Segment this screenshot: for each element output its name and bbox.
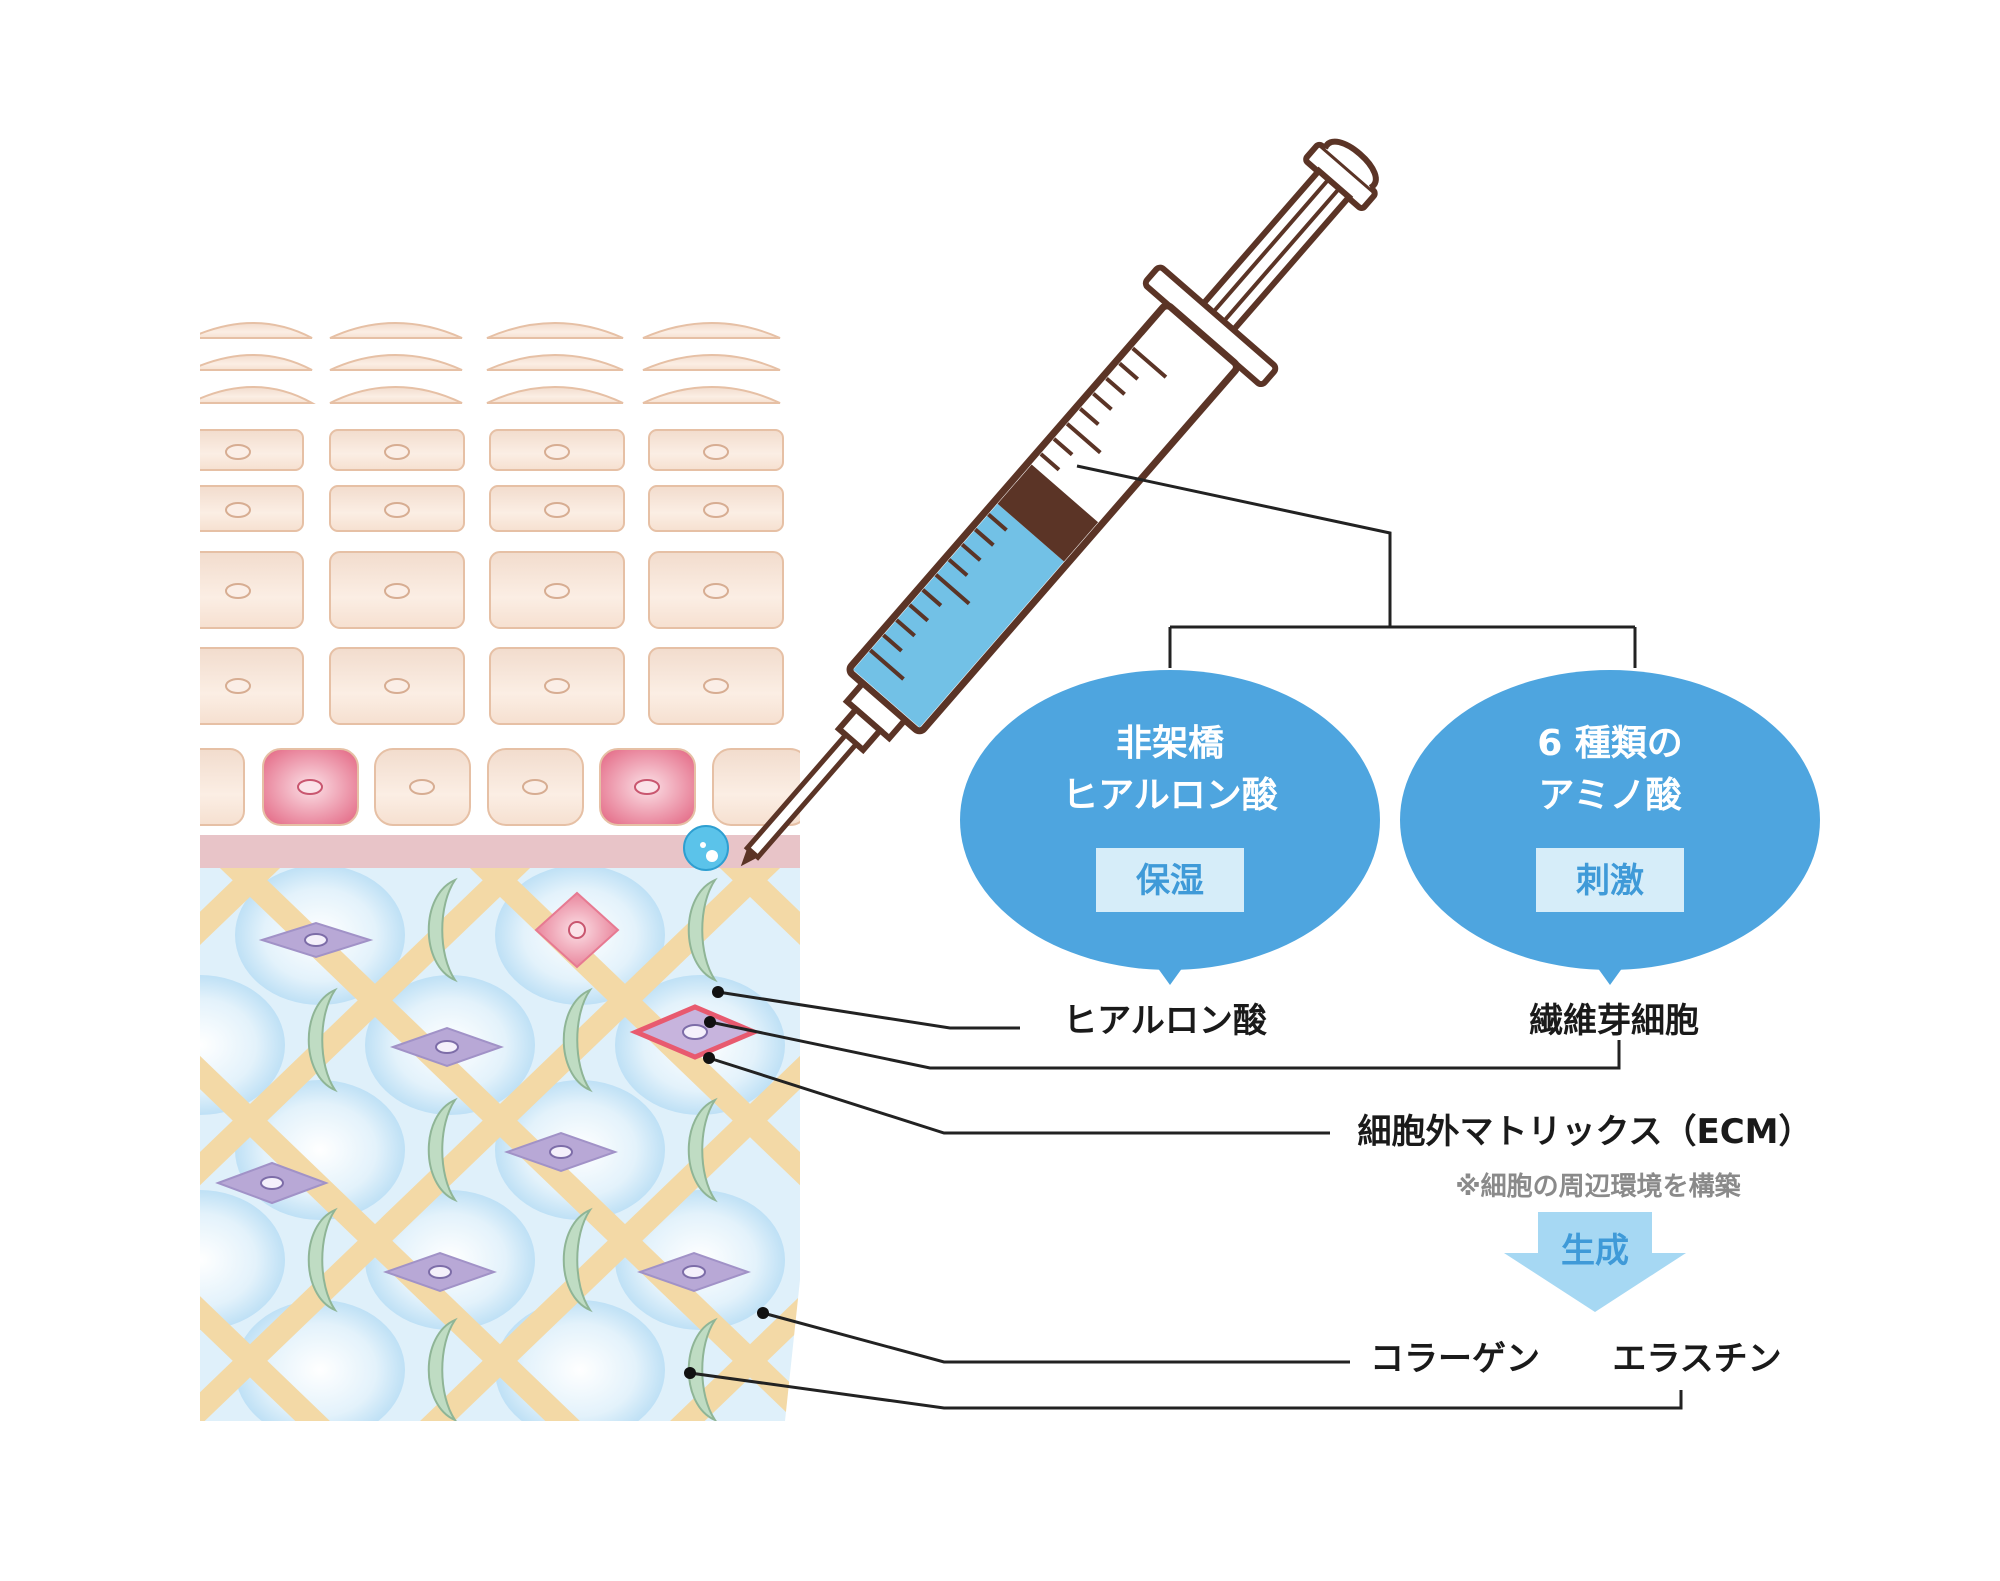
label-fibroblast: 繊維芽細胞 xyxy=(1529,1001,1699,1041)
tag-stimulus-bg xyxy=(1536,848,1684,912)
bubble-hyaluronic-line1: 非架橋 xyxy=(1116,723,1224,764)
bubble-amino-line1: 6 種類の xyxy=(1537,723,1683,764)
bubble-amino-line2: アミノ酸 xyxy=(1538,775,1681,816)
bubble-hyaluronic: 非架橋 ヒアルロン酸 保湿 xyxy=(960,670,1380,985)
tag-moisture-bg xyxy=(1096,848,1244,912)
label-collagen: コラーゲン xyxy=(1370,1339,1540,1379)
tag-stimulus: 刺激 xyxy=(1576,861,1644,901)
stratum-spinosum xyxy=(200,429,784,725)
dermis xyxy=(200,868,800,1421)
tag-moisture: 保湿 xyxy=(1136,861,1204,901)
label-ecm: 細胞外マトリックス（ECM） xyxy=(1358,1112,1813,1152)
syringe-icon xyxy=(740,138,1379,867)
arrow-down-icon xyxy=(1504,1212,1686,1312)
stratum-basale xyxy=(200,748,800,826)
connector-lines xyxy=(689,464,1683,1410)
collagen-fibers xyxy=(200,868,800,1421)
label-ecm-note: ※細胞の周辺環境を構築 xyxy=(1455,1171,1741,1202)
label-generate: 生成 xyxy=(1561,1231,1629,1271)
connector-dots xyxy=(684,986,769,1379)
label-elastin: エラスチン xyxy=(1612,1339,1781,1379)
elastin-fibers xyxy=(307,877,718,1421)
droplet-icon xyxy=(683,825,729,871)
epidermis xyxy=(200,322,800,826)
bubble-amino: 6 種類の アミノ酸 刺激 xyxy=(1400,670,1820,985)
bubble-hyaluronic-line2: ヒアルロン酸 xyxy=(1062,775,1278,816)
stratum-corneum xyxy=(200,322,781,404)
label-hyaluronic-acid: ヒアルロン酸 xyxy=(1063,1001,1268,1041)
